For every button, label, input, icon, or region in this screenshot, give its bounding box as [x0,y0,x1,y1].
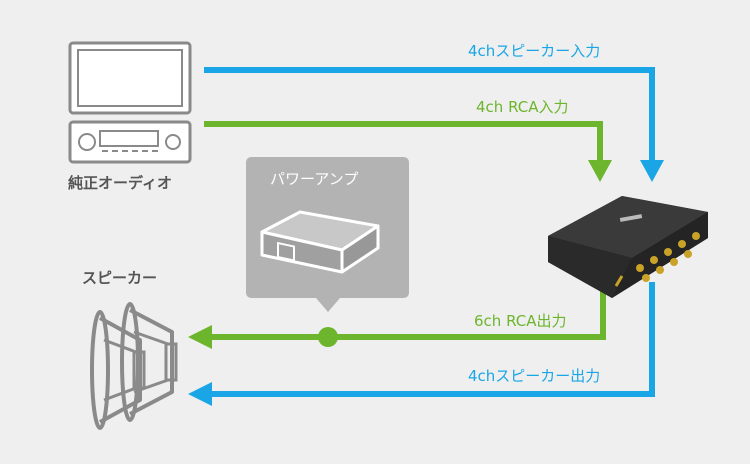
speaker-icon [90,302,178,430]
dsp-logo [619,214,643,222]
speaker-label: スピーカー [82,269,158,287]
speaker-output-label: 4chスピーカー出力 [468,367,601,385]
speaker-output-arrow-head [188,382,212,406]
rca-output-line [188,290,606,349]
speaker-input-arrow-head [640,160,664,182]
dsp-amplifier-device [548,196,708,298]
head-unit-label: 純正オーディオ [68,174,172,192]
power-amp-icon [260,210,380,274]
rca-input-line [204,121,612,182]
rca-output-label: 6ch RCA出力 [474,312,567,330]
power-amp-label: パワーアンプ [270,170,359,188]
rca-input-label: 4ch RCA入力 [476,98,569,116]
rca-output-arrow-head [188,325,212,349]
rca-input-arrow-head [588,160,612,182]
monitor-icon [68,41,192,115]
speaker-input-line [204,67,664,182]
speaker-output-line [188,282,655,406]
car-stereo-icon [68,120,192,164]
speaker-input-label: 4chスピーカー入力 [468,42,601,60]
amp-junction-dot [318,327,338,347]
power-amp-panel [246,157,409,312]
